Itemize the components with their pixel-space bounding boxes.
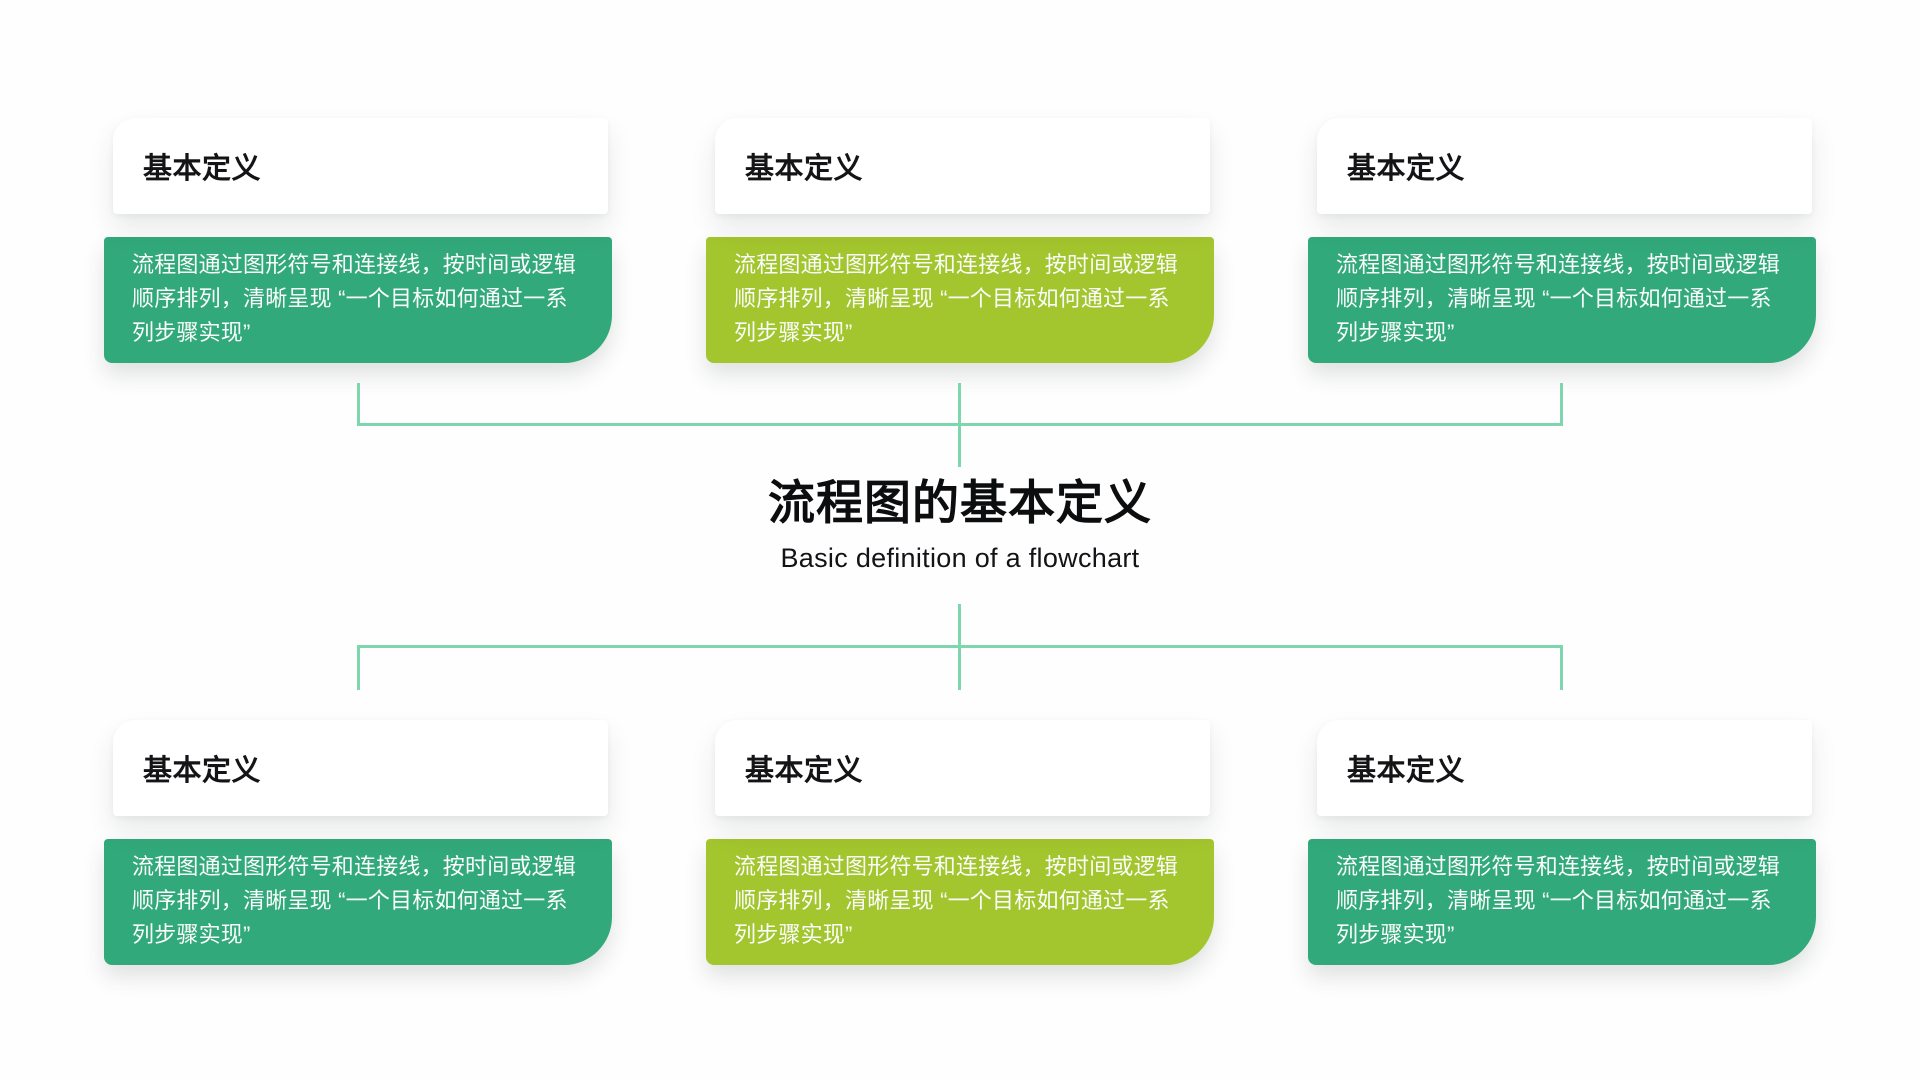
connector-bottom-right-vertical	[1560, 648, 1563, 690]
card-header: 基本定义	[715, 118, 1210, 214]
connector-top-right-vertical	[1560, 383, 1563, 426]
card-header-title: 基本定义	[143, 755, 262, 787]
card-header-title: 基本定义	[745, 153, 864, 185]
definition-card-bottom-right: 基本定义 流程图通过图形符号和连接线，按时间或逻辑顺序排列，清晰呈现 “一个目标…	[1308, 720, 1816, 965]
page-title: 流程图的基本定义	[768, 476, 1152, 529]
card-body-text: 流程图通过图形符号和连接线，按时间或逻辑顺序排列，清晰呈现 “一个目标如何通过一…	[1308, 237, 1816, 363]
connector-top-left-vertical	[357, 383, 360, 426]
connector-top-center-vertical	[958, 383, 961, 426]
card-header-title: 基本定义	[143, 153, 262, 185]
connector-bottom-horizontal	[357, 645, 1563, 648]
page-subtitle: Basic definition of a flowchart	[780, 543, 1140, 573]
definition-card-bottom-left: 基本定义 流程图通过图形符号和连接线，按时间或逻辑顺序排列，清晰呈现 “一个目标…	[104, 720, 612, 965]
card-header: 基本定义	[715, 720, 1210, 816]
definition-card-top-left: 基本定义 流程图通过图形符号和连接线，按时间或逻辑顺序排列，清晰呈现 “一个目标…	[104, 118, 612, 363]
card-body-text: 流程图通过图形符号和连接线，按时间或逻辑顺序排列，清晰呈现 “一个目标如何通过一…	[706, 237, 1214, 363]
card-body-text: 流程图通过图形符号和连接线，按时间或逻辑顺序排列，清晰呈现 “一个目标如何通过一…	[1308, 839, 1816, 965]
connector-bottom-left-vertical	[357, 648, 360, 690]
card-header-title: 基本定义	[1347, 755, 1466, 787]
card-header: 基本定义	[113, 720, 608, 816]
card-header: 基本定义	[113, 118, 608, 214]
card-header-title: 基本定义	[745, 755, 864, 787]
definition-card-bottom-center: 基本定义 流程图通过图形符号和连接线，按时间或逻辑顺序排列，清晰呈现 “一个目标…	[706, 720, 1214, 965]
connector-bottom-center-stub	[958, 604, 961, 647]
card-body-text: 流程图通过图形符号和连接线，按时间或逻辑顺序排列，清晰呈现 “一个目标如何通过一…	[104, 237, 612, 363]
definition-card-top-center: 基本定义 流程图通过图形符号和连接线，按时间或逻辑顺序排列，清晰呈现 “一个目标…	[706, 118, 1214, 363]
card-body-text: 流程图通过图形符号和连接线，按时间或逻辑顺序排列，清晰呈现 “一个目标如何通过一…	[104, 839, 612, 965]
definition-card-top-right: 基本定义 流程图通过图形符号和连接线，按时间或逻辑顺序排列，清晰呈现 “一个目标…	[1308, 118, 1816, 363]
connector-top-horizontal	[357, 423, 1563, 426]
card-header: 基本定义	[1317, 118, 1812, 214]
card-header: 基本定义	[1317, 720, 1812, 816]
connector-top-center-stub	[958, 426, 961, 467]
card-header-title: 基本定义	[1347, 153, 1466, 185]
card-body-text: 流程图通过图形符号和连接线，按时间或逻辑顺序排列，清晰呈现 “一个目标如何通过一…	[706, 839, 1214, 965]
connector-bottom-center-vertical	[958, 648, 961, 690]
